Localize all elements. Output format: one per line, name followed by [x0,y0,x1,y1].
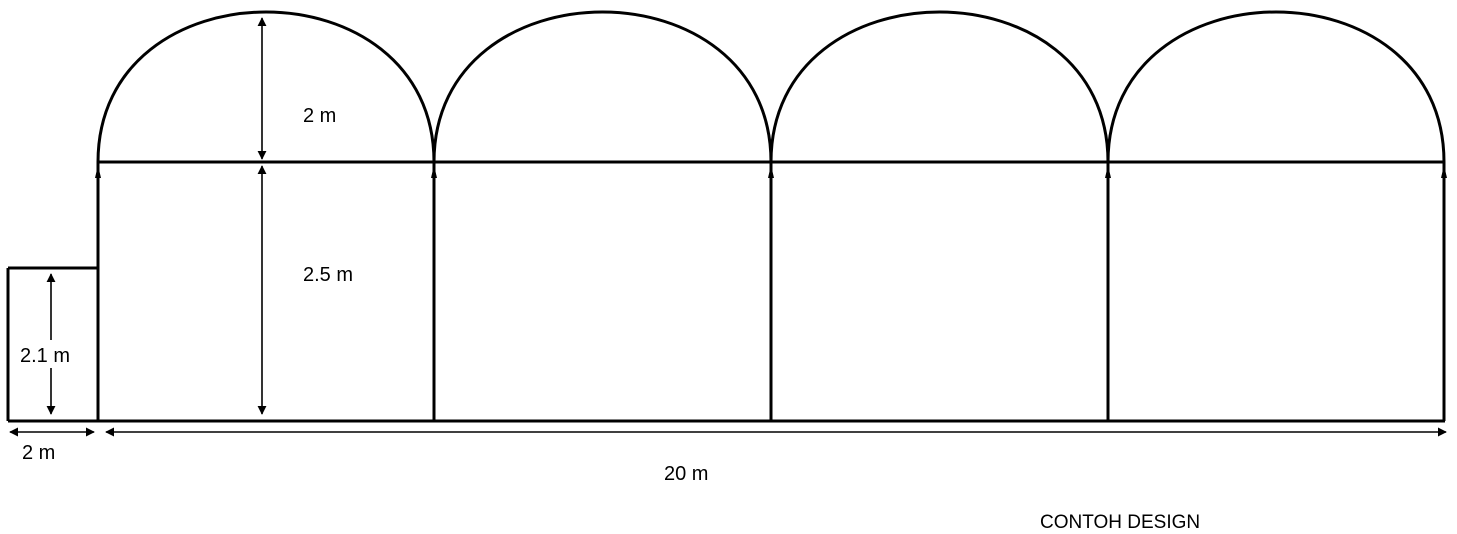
annex-height-label: 2.1 m [20,345,70,367]
arch-height-label: 2 m [303,105,336,127]
post-top-markers [95,165,1447,178]
annex-structure [6,266,98,421]
wall-posts [96,162,1446,421]
arch-roof [96,10,1446,163]
design-caption: CONTOH DESIGN [1040,512,1200,533]
total-length-label: 20 m [664,463,708,485]
annex-width-label: 2 m [22,442,55,464]
wall-height-label: 2.5 m [303,264,353,286]
annex-label-backdrop [18,340,88,368]
